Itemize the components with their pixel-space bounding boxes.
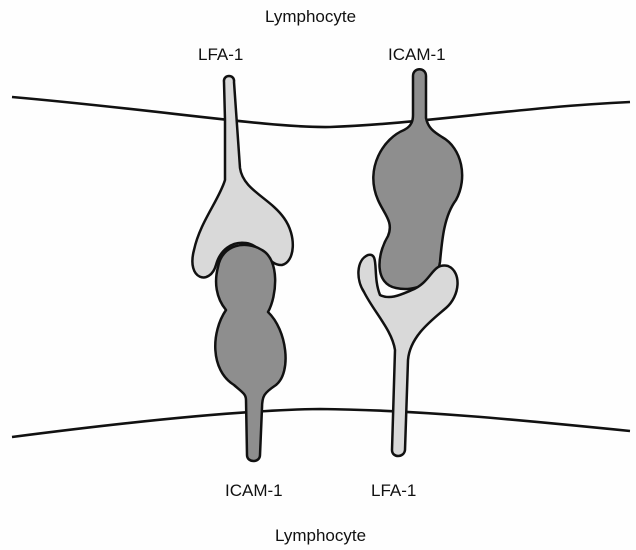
top-membrane (12, 97, 630, 127)
lfa1-top-label: LFA-1 (198, 46, 243, 63)
bottom-cell-label: Lymphocyte (275, 527, 366, 544)
lfa1-bottom-label: LFA-1 (371, 482, 416, 499)
icam1-top-label: ICAM-1 (388, 46, 446, 63)
top-cell-label: Lymphocyte (265, 8, 356, 25)
icam1-molecule-top (373, 69, 462, 289)
bottom-membrane (12, 409, 630, 437)
icam1-bottom-label: ICAM-1 (225, 482, 283, 499)
icam1-molecule-bottom (215, 245, 285, 461)
